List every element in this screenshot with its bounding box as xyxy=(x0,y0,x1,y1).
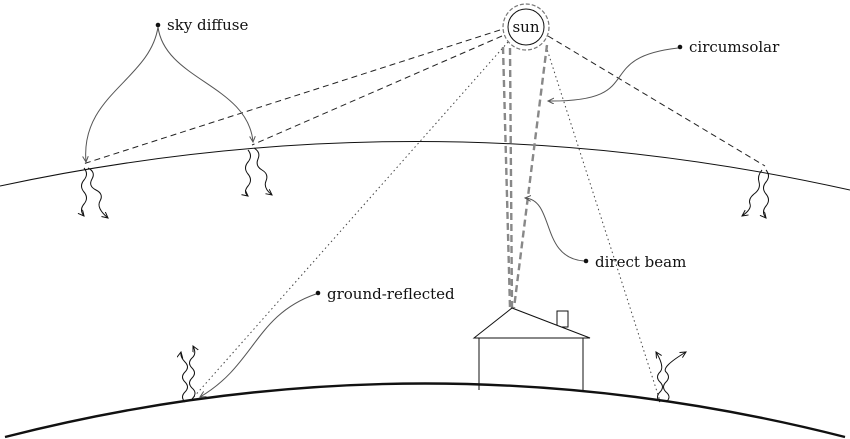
sun-disc xyxy=(507,8,545,46)
house-roof xyxy=(472,307,591,339)
reflect-squiggles xyxy=(181,346,686,403)
circumsolar-annotation: circumsolar xyxy=(548,38,780,101)
direct-beam-dot xyxy=(583,258,589,264)
house-chimney xyxy=(556,310,569,328)
scatter-squiggles xyxy=(82,147,769,218)
sky-diffuse-rays xyxy=(82,29,766,167)
ground-reflected-leader xyxy=(200,293,317,397)
direct-beam-leader xyxy=(525,198,585,262)
sky-diffuse-dot xyxy=(155,22,161,28)
house xyxy=(472,307,591,390)
circumsolar-label: circumsolar xyxy=(689,38,780,56)
direct-beam-label: direct beam xyxy=(595,253,686,271)
sun-label: sun xyxy=(512,18,539,36)
sky-diffuse-annotation: sky diffuse xyxy=(86,16,253,162)
circumsolar-dot xyxy=(677,44,683,50)
sun-outer-ring xyxy=(502,3,550,51)
direct-beam-annotation: direct beam xyxy=(525,198,686,271)
ground-reflected-annotation: ground-reflected xyxy=(200,285,455,397)
ground-reflected-rays xyxy=(191,41,661,402)
sun: sun xyxy=(502,3,550,51)
direct-beam-rays xyxy=(501,44,549,309)
sky-diffuse-leader-left xyxy=(86,26,159,162)
house-walls xyxy=(478,338,584,390)
ground-reflected-dot xyxy=(315,290,321,296)
sky-diffuse-label: sky diffuse xyxy=(167,16,248,34)
sky-diffuse-leader-right xyxy=(157,26,253,142)
ground-reflected-label: ground-reflected xyxy=(327,285,455,303)
atmosphere-boundary xyxy=(0,141,850,191)
circumsolar-leader xyxy=(548,47,679,101)
ground-surface xyxy=(4,382,846,439)
